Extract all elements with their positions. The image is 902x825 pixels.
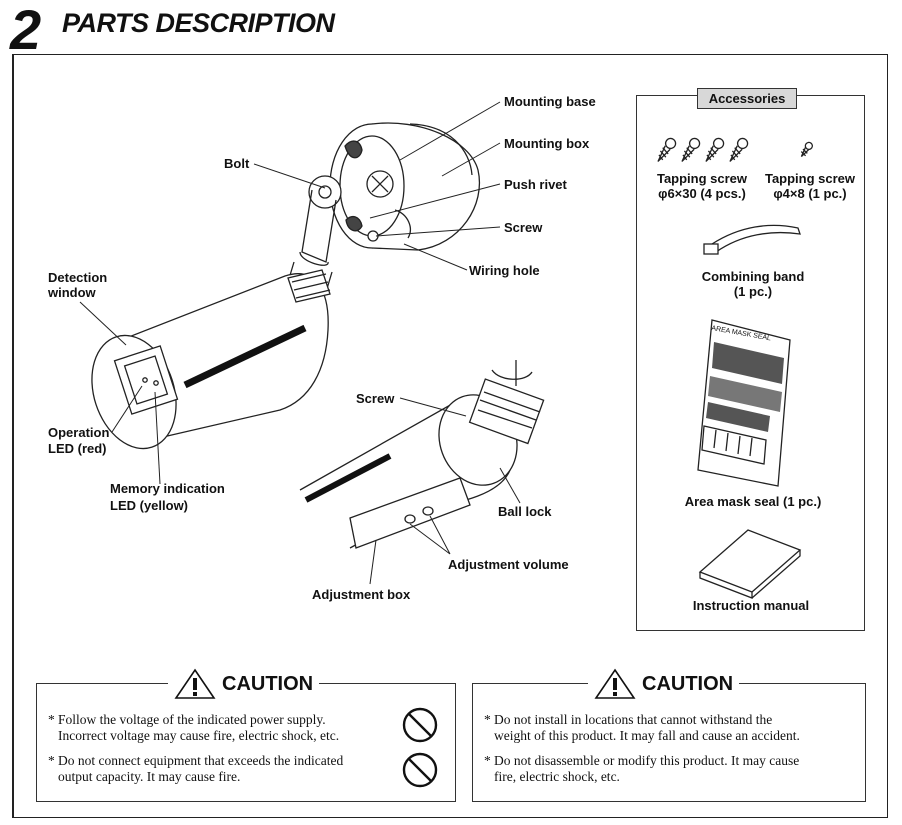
label-screw-lower: Screw: [356, 391, 395, 406]
caution-heading-left: CAUTION: [168, 668, 320, 700]
label-operation-led-line1: Operation: [48, 425, 110, 440]
caution-line: Do not install in locations that cannot …: [494, 712, 773, 727]
combining-band-illustration: [703, 224, 801, 255]
label-bolt: Bolt: [224, 156, 250, 171]
caution-line: Do not connect equipment that exceeds th…: [58, 753, 344, 768]
label-wiring-hole: Wiring hole: [469, 263, 540, 278]
bullet-mark: *: [484, 712, 491, 727]
accessories-title: Accessories: [697, 88, 797, 109]
section-title: PARTS DESCRIPTION: [62, 8, 335, 38]
label-operation-led-line2: LED (red): [48, 441, 107, 456]
label-screw-top: Screw: [504, 220, 543, 235]
caution-item-right-2: *Do not disassemble or modify this produ…: [484, 753, 859, 785]
caution-line: weight of this product. It may fall and …: [494, 728, 800, 743]
combining-band-label: Combining band (1 pc.): [690, 269, 816, 299]
prohibition-icons: [402, 707, 438, 788]
label-memory-led-line2: LED (yellow): [110, 498, 189, 513]
label-adjustment-box: Adjustment box: [312, 587, 411, 602]
caution-line: fire, electric shock, etc.: [494, 769, 620, 784]
section-number: 2: [10, 0, 41, 61]
tapping-screw-small-name: Tapping screw: [764, 171, 856, 186]
mounting-box-illustration: [329, 122, 480, 251]
caution-label-right: CAUTION: [642, 672, 734, 695]
bullet-mark: *: [48, 753, 55, 768]
label-detection-window-line1: Detection: [48, 270, 108, 285]
caution-line: Do not disassemble or modify this produc…: [494, 753, 800, 768]
combining-band-name: Combining band: [701, 269, 805, 284]
caution-item-left-2: *Do not connect equipment that exceeds t…: [48, 753, 398, 785]
area-mask-seal-label: Area mask seal (1 pc.): [684, 494, 822, 509]
sensor-lower-illustration: [299, 360, 545, 549]
label-adjustment-volume: Adjustment volume: [448, 557, 569, 572]
label-memory-led-line1: Memory indication: [110, 481, 225, 496]
caution-line: Follow the voltage of the indicated powe…: [58, 712, 326, 727]
tapping-screw-small-label: Tapping screw φ4×8 (1 pc.): [760, 171, 860, 201]
bullet-mark: *: [484, 753, 491, 768]
caution-heading-right: CAUTION: [588, 668, 740, 700]
tapping-screw-large-name: Tapping screw: [656, 171, 748, 186]
warning-triangle-icon: [594, 668, 636, 699]
combining-band-qty: (1 pc.): [733, 284, 773, 299]
label-detection-window-line2: window: [48, 285, 96, 300]
area-mask-seal-illustration: [697, 319, 791, 487]
warning-triangle-icon: [174, 668, 216, 699]
instruction-manual-illustration: [698, 529, 802, 599]
leader-lines: [79, 101, 521, 585]
caution-item-left-1: *Follow the voltage of the indicated pow…: [48, 712, 398, 744]
section-frame-left: [12, 54, 14, 818]
caution-item-right-1: *Do not install in locations that cannot…: [484, 712, 859, 744]
tapping-screw-small-qty: φ4×8 (1 pc.): [773, 186, 847, 201]
label-mounting-base: Mounting base: [504, 94, 596, 109]
prohibition-icon: [402, 707, 438, 743]
tapping-screw-large-label: Tapping screw φ6×30 (4 pcs.): [646, 171, 758, 201]
caution-line: Incorrect voltage may cause fire, electr…: [58, 728, 340, 743]
sensor-body-illustration: [91, 269, 331, 450]
tapping-screw-small-illustration: [800, 141, 814, 158]
label-mounting-box: Mounting box: [504, 136, 590, 151]
caution-line: output capacity. It may cause fire.: [58, 769, 241, 784]
instruction-manual-label: Instruction manual: [692, 598, 810, 613]
label-push-rivet: Push rivet: [504, 177, 567, 192]
caution-label-left: CAUTION: [222, 672, 314, 695]
tapping-screw-large-qty: φ6×30 (4 pcs.): [658, 186, 746, 201]
section-frame: [12, 54, 888, 818]
prohibition-icon: [402, 752, 438, 788]
label-ball-lock: Ball lock: [498, 504, 552, 519]
tapping-screws-large-illustration: [657, 137, 749, 162]
bullet-mark: *: [48, 712, 55, 727]
